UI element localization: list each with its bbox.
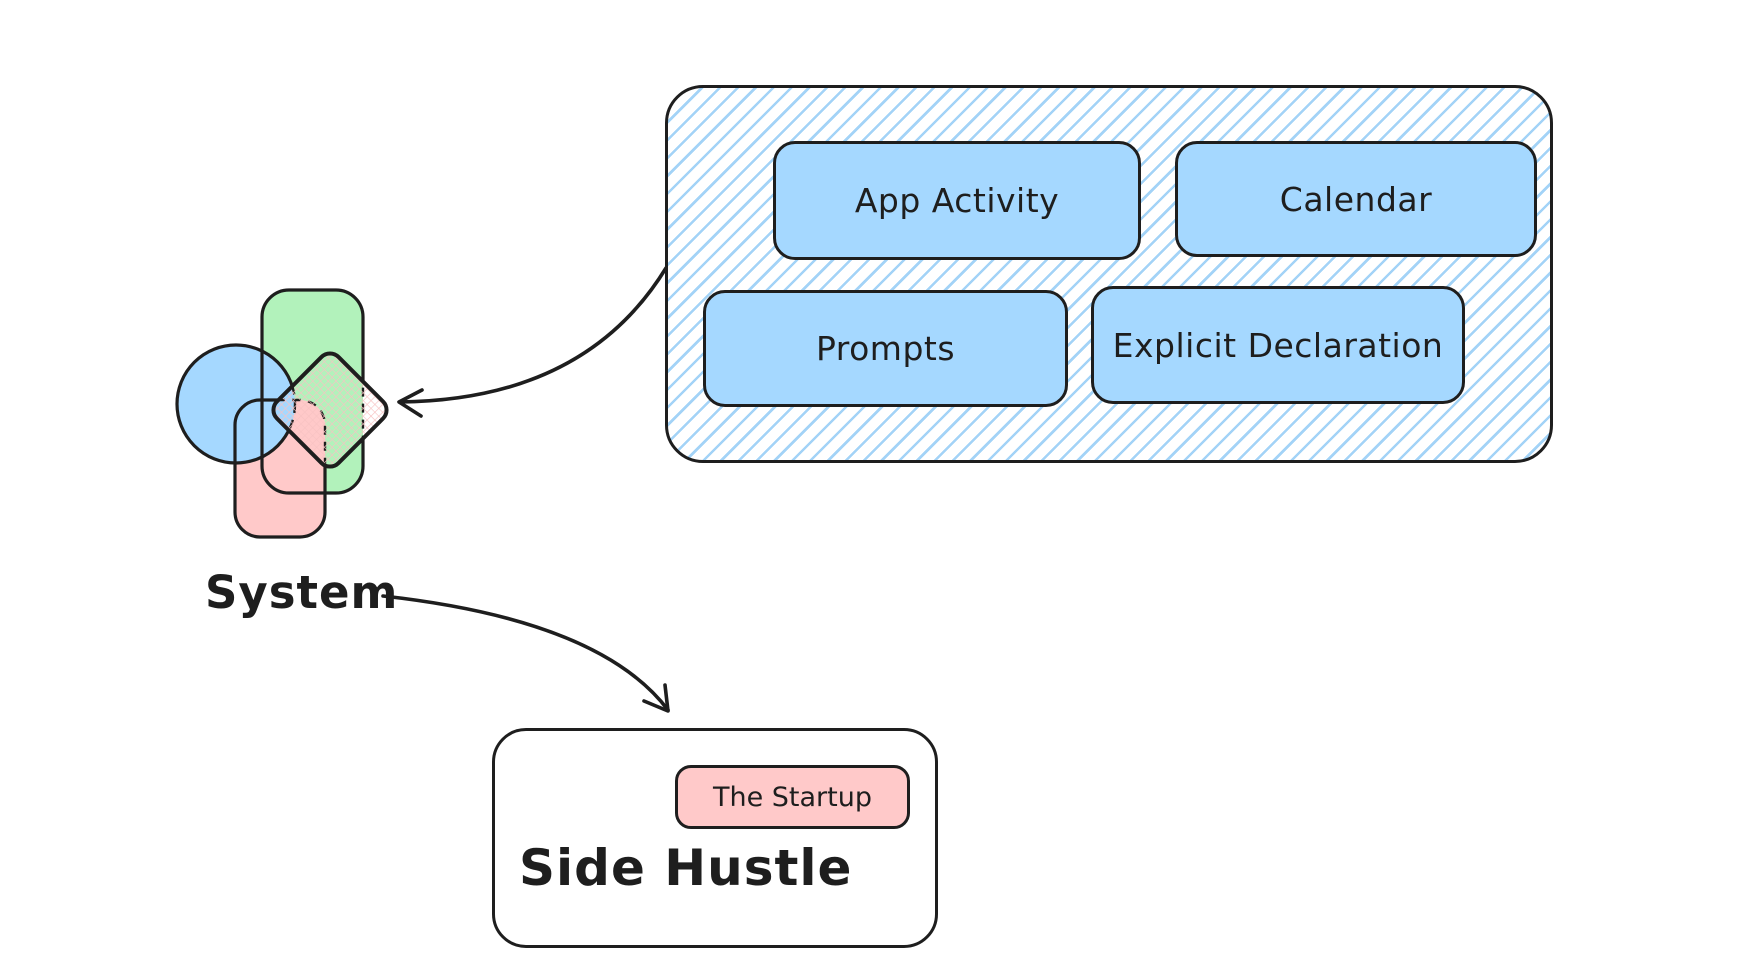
node-explicit-declaration-label: Explicit Declaration (1112, 325, 1444, 365)
node-app-activity[interactable]: App Activity (773, 141, 1141, 260)
arrow-sources-to-system[interactable] (397, 266, 668, 418)
node-explicit-declaration[interactable]: Explicit Declaration (1091, 286, 1465, 404)
side-hustle-title: Side Hustle (519, 839, 853, 897)
startup-badge[interactable]: The Startup (675, 765, 910, 829)
node-app-activity-label: App Activity (854, 181, 1060, 220)
system-shape-blue-circle[interactable] (177, 345, 295, 463)
node-prompts-label: Prompts (815, 329, 956, 368)
system-label[interactable]: System (205, 566, 399, 619)
arrow-system-to-side-hustle[interactable] (381, 594, 670, 713)
side-hustle-node[interactable]: The Startup Side Hustle (492, 728, 938, 948)
startup-badge-label: The Startup (712, 781, 872, 813)
node-calendar[interactable]: Calendar (1175, 141, 1537, 257)
input-sources-panel[interactable]: App Activity Calendar Prompts Explicit D… (665, 85, 1553, 463)
node-prompts[interactable]: Prompts (703, 290, 1068, 407)
node-calendar-label: Calendar (1279, 179, 1433, 219)
system-shape-diamond[interactable] (268, 348, 391, 471)
